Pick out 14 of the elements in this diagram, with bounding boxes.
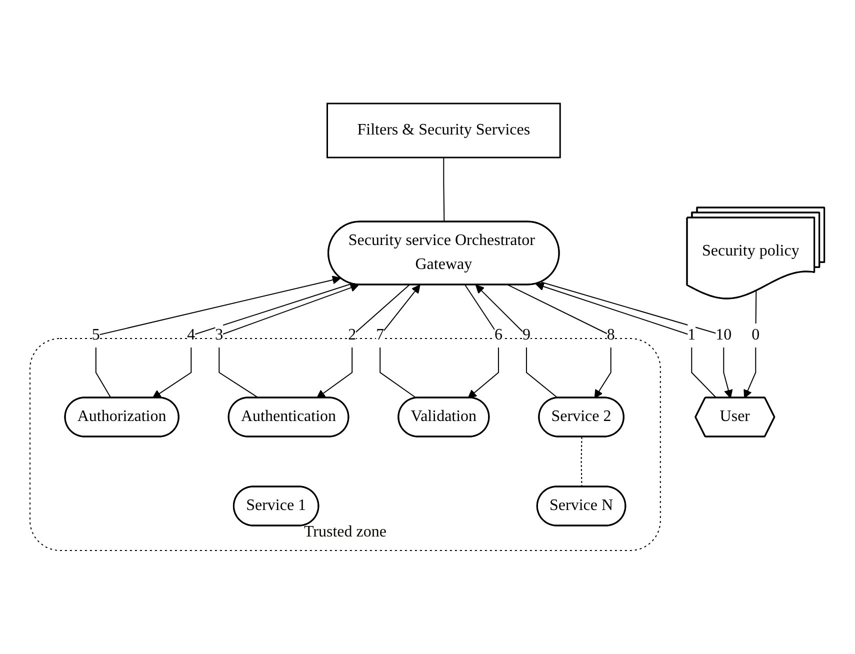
arrow xyxy=(219,284,360,398)
edge-label: 10 xyxy=(716,326,732,344)
arrow xyxy=(96,276,342,398)
connector xyxy=(444,157,446,222)
arrow xyxy=(316,284,410,398)
arrow xyxy=(744,290,757,398)
node-box: Filters & Security Services xyxy=(326,102,562,158)
arrow xyxy=(380,284,421,399)
edge-label: 0 xyxy=(752,326,760,344)
arrow xyxy=(152,283,352,398)
arrow xyxy=(508,284,612,398)
edge-label: 1 xyxy=(688,326,696,344)
arrow xyxy=(464,284,500,398)
arrow xyxy=(476,284,559,399)
